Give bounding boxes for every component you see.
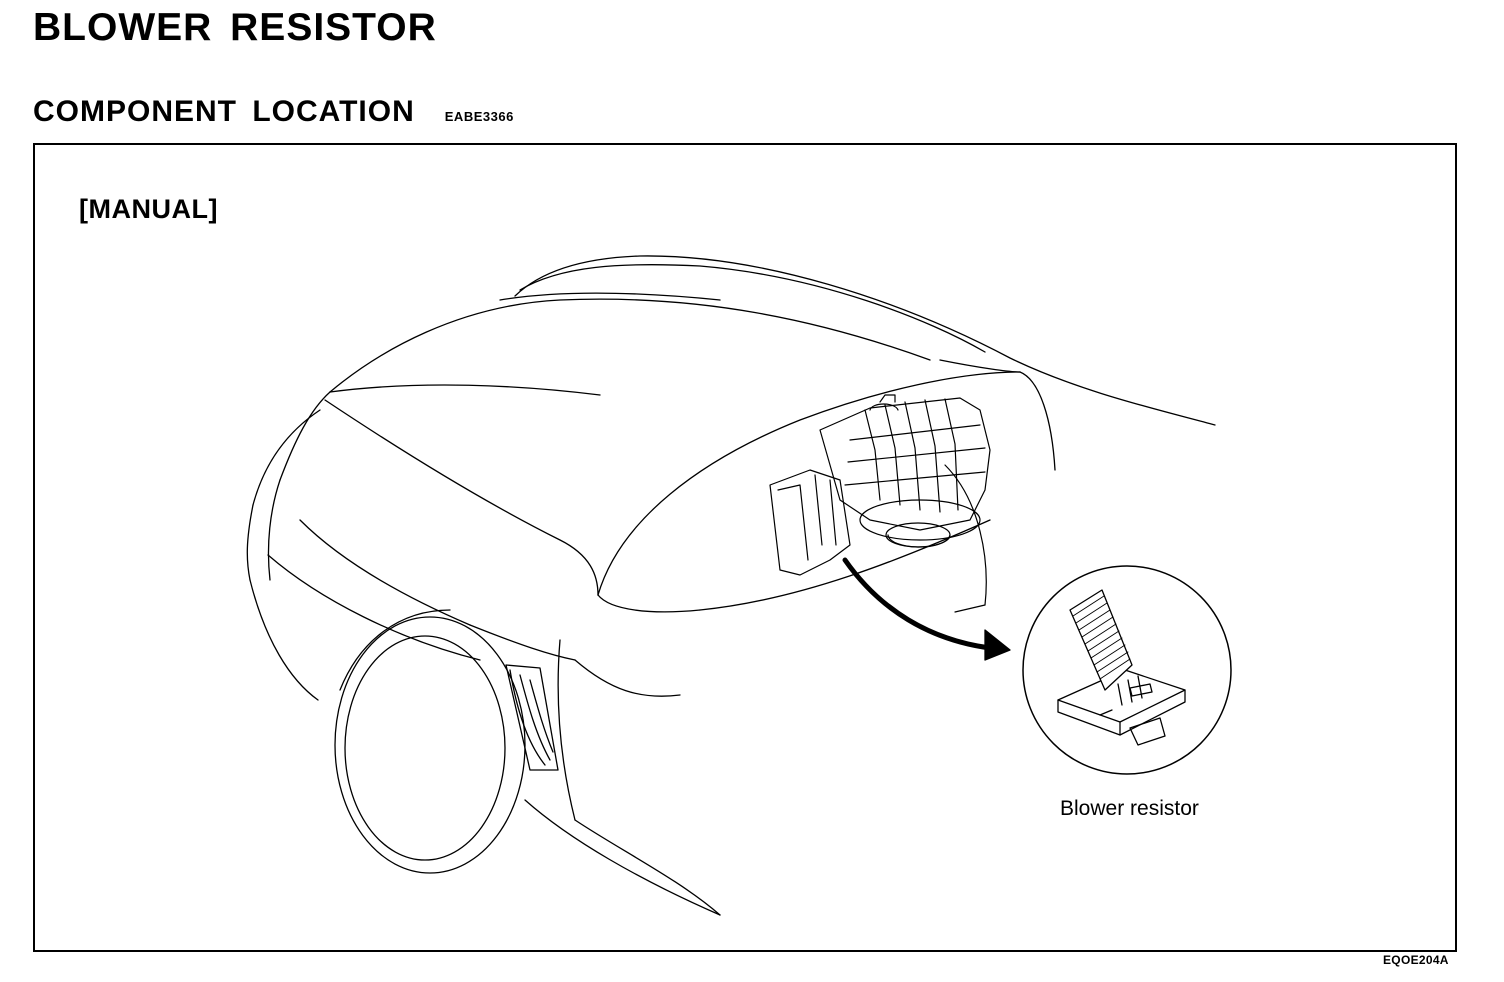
figure-code: EQOE204A xyxy=(1383,953,1449,967)
resistor-detail xyxy=(1022,565,1232,775)
figure-frame xyxy=(33,143,1457,952)
steering-wheel xyxy=(334,609,526,874)
section-title: COMPONENT LOCATION xyxy=(33,95,415,128)
section-header: COMPONENT LOCATION EABE3366 xyxy=(33,92,514,132)
page-title: BLOWER RESISTOR xyxy=(33,6,437,49)
windshield-outline xyxy=(499,255,1216,426)
callout-arrow xyxy=(842,557,1011,661)
blower-unit xyxy=(769,394,991,613)
variant-label: [MANUAL] xyxy=(79,194,218,224)
blower-resistor-label: Blower resistor xyxy=(1060,797,1199,820)
dashboard-outline xyxy=(324,298,1056,613)
section-code: EABE3366 xyxy=(444,109,514,124)
door-panel-outline xyxy=(246,391,576,701)
console-vent xyxy=(505,639,721,916)
